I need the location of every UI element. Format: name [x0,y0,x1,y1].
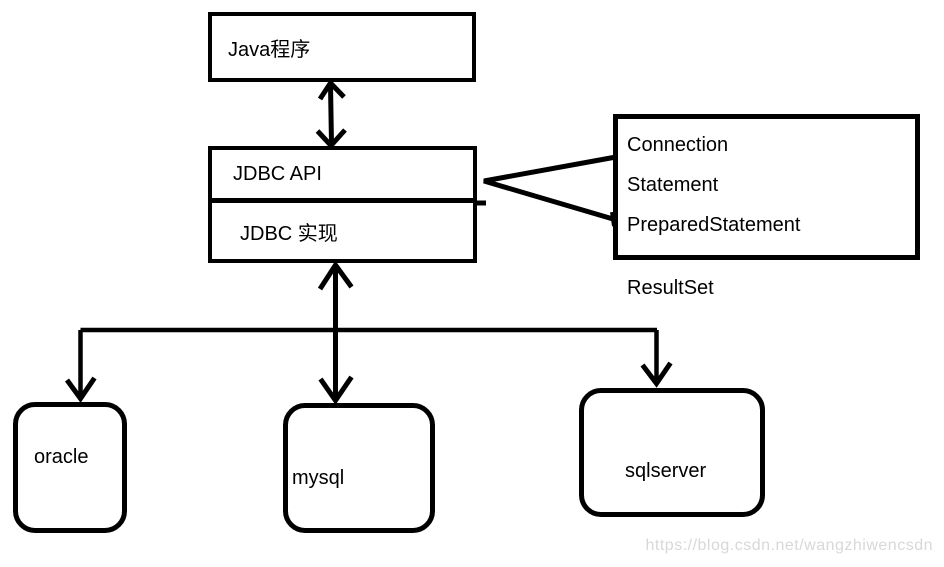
oracle-label: oracle [34,446,89,468]
node-sqlserver: sqlserver [579,388,765,517]
node-java-program: Java程序 [208,12,476,82]
interface-preparedstatement-label: PreparedStatement [627,214,801,236]
connector-jdbc-interfaces [477,149,620,227]
jdbc-impl-label: JDBC 实现 [240,222,338,245]
resultset-label: ResultSet [627,277,714,299]
mysql-label: mysql [292,467,345,489]
node-jdbc: JDBC API JDBC 实现 [208,146,477,263]
connector-branch [64,327,673,403]
node-jdbc-impl: JDBC 实现 [212,203,473,259]
arrow-jdbc-mysql [317,260,354,405]
node-interfaces: Connection Statement PreparedStatement [613,114,920,260]
node-jdbc-api: JDBC API [212,150,473,203]
java-program-label: Java程序 [228,38,311,61]
node-mysql: mysql [283,403,435,533]
csdn-watermark: https://blog.csdn.net/wangzhiwencsdn [645,537,933,554]
jdbc-api-label: JDBC API [233,162,322,185]
node-oracle: oracle [13,402,127,533]
sqlserver-label: sqlserver [625,460,707,482]
interface-statement-label: Statement [627,174,719,196]
arrow-java-jdbc [315,79,347,150]
interface-connection-label: Connection [627,134,729,156]
